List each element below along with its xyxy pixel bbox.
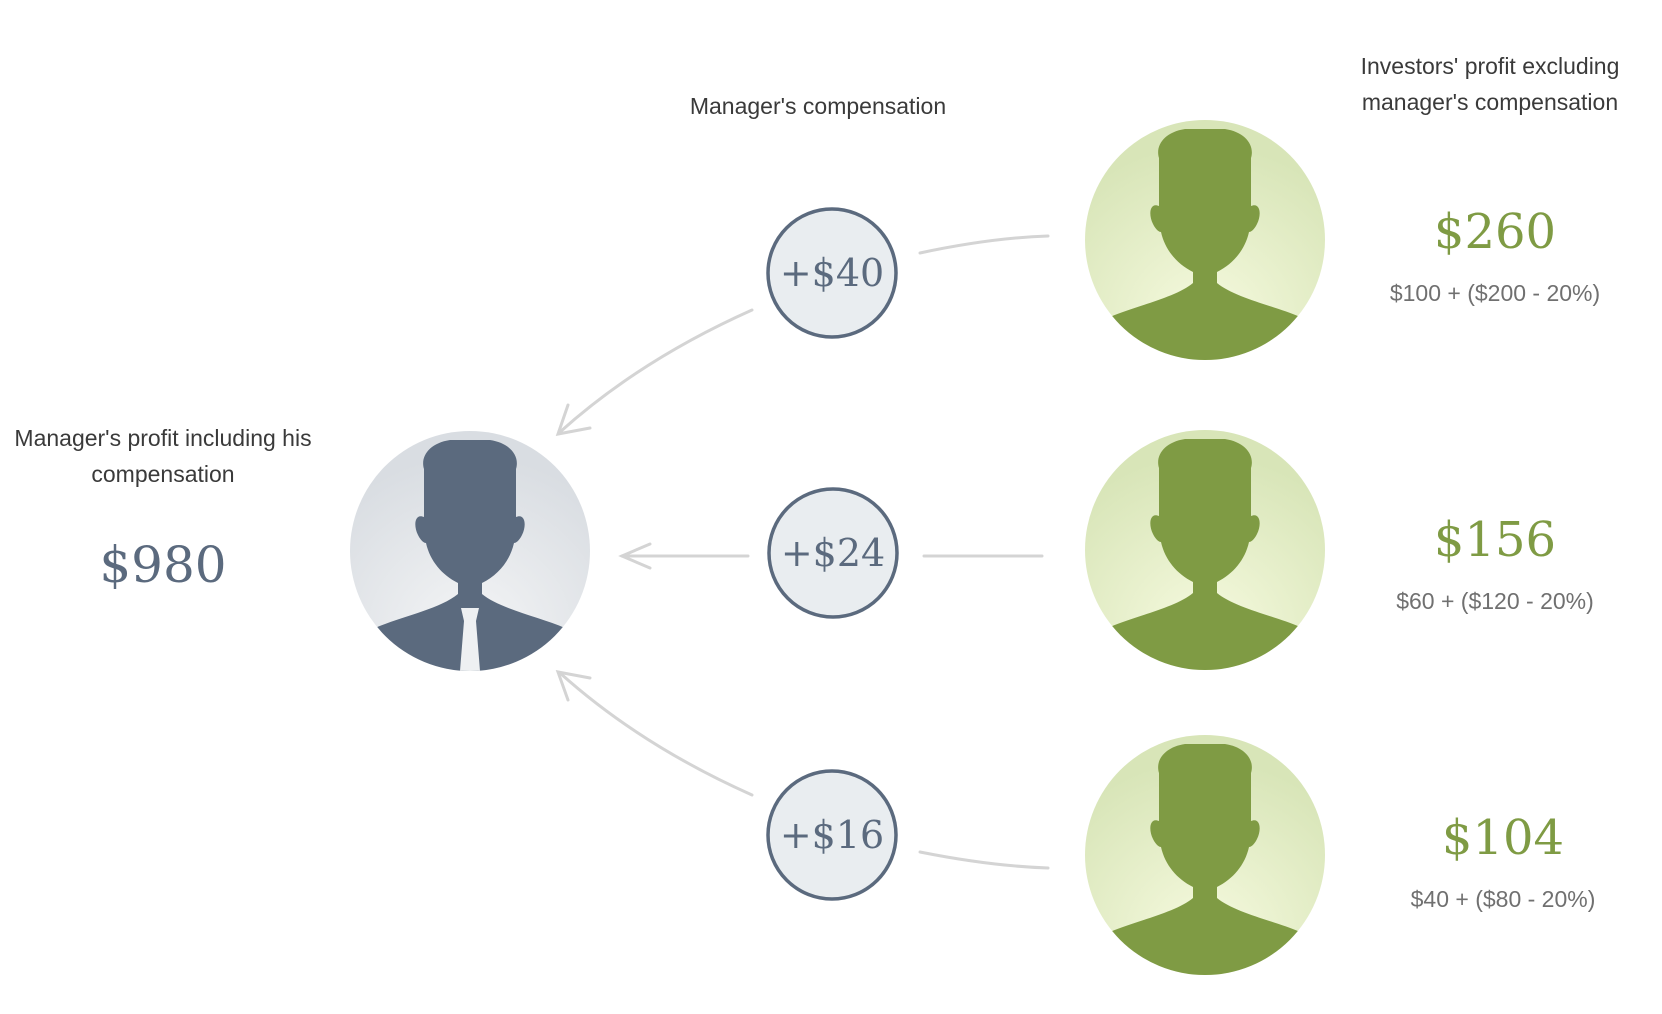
compensation-bubble-1: +$40	[766, 207, 898, 339]
compensation-value-1: +$40	[780, 251, 884, 295]
connector-investor1-to-comp1	[918, 234, 1050, 255]
investor-formula-3: $40 + ($80 - 20%)	[1411, 886, 1596, 912]
connector-comp3-to-manager	[558, 671, 754, 797]
connector-comp1-to-manager	[558, 308, 754, 434]
investors-profit-header-line1: Investors' profit excluding	[1361, 53, 1620, 79]
manager-profit-header-line1: Manager's profit including his	[14, 425, 311, 451]
compensation-bubble-3: +$16	[766, 769, 898, 901]
investor-profit-2: $156	[1434, 512, 1556, 568]
investor-avatar-3	[1085, 735, 1325, 975]
investor-profit-1: $260	[1434, 204, 1556, 260]
compensation-bubble-2: +$24	[767, 487, 899, 619]
connectors	[555, 234, 1050, 870]
investor-formula-1: $100 + ($200 - 20%)	[1390, 280, 1600, 306]
manager-total-profit: $980	[99, 536, 226, 594]
connector-investor3-to-comp3	[918, 850, 1050, 870]
manager-compensation-header: Manager's compensation	[690, 93, 946, 119]
manager-with-tie-icon	[350, 440, 590, 671]
arrowhead-comp2	[618, 542, 652, 570]
compensation-value-3: +$16	[780, 813, 884, 857]
arrowhead-comp1	[555, 403, 592, 436]
arrowhead-comp3	[555, 670, 592, 702]
investor-avatar-1	[1085, 120, 1325, 360]
investors-profit-header-line2: manager's compensation	[1362, 89, 1618, 115]
manager-avatar	[350, 431, 590, 671]
investor-profit-3: $104	[1442, 810, 1564, 866]
manager-profit-header-line2: compensation	[91, 461, 234, 487]
investor-avatar-2	[1085, 430, 1325, 670]
compensation-value-2: +$24	[781, 531, 885, 575]
investor-formula-2: $60 + ($120 - 20%)	[1396, 588, 1594, 614]
